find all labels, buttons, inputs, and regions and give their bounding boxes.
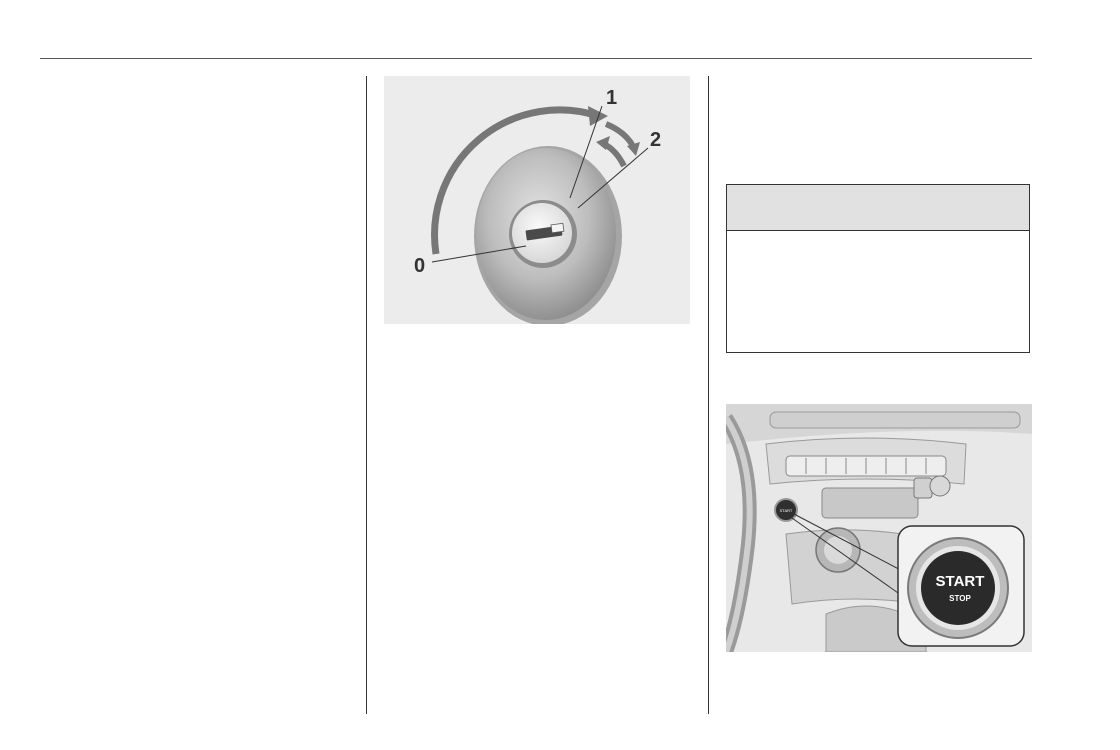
leader-line-0 [431, 245, 527, 263]
column-divider-left [366, 76, 367, 714]
position-label-0: 0 [414, 255, 425, 277]
return-arrow-2-to-1 [602, 141, 627, 168]
air-vent-top [769, 411, 1021, 429]
start-stop-button-large [921, 551, 995, 625]
header-rule [40, 58, 1032, 59]
leader-line-1 [569, 105, 603, 199]
column-divider-right [708, 76, 709, 714]
zoom-leader-top [793, 513, 913, 577]
note-box [726, 184, 1030, 353]
stop-label: STOP [949, 594, 971, 603]
ignition-switch-figure: 0 1 2 [384, 76, 690, 324]
position-label-1: 1 [606, 87, 617, 109]
control-button-strip [785, 455, 947, 477]
position-label-2: 2 [650, 129, 661, 151]
start-stop-figure: START START STOP [726, 404, 1032, 652]
arrow-head-2 [627, 142, 640, 156]
start-label: START [936, 573, 985, 590]
key-slot-marker [550, 222, 565, 234]
leader-line-2 [577, 147, 649, 209]
storage-tray [821, 487, 919, 519]
rotation-arrow-0-to-1 [431, 106, 600, 255]
zoom-leader-bottom [791, 517, 909, 601]
side-knob [929, 475, 951, 497]
return-arrow-head [596, 136, 610, 150]
side-switch [913, 477, 933, 499]
note-box-heading [727, 185, 1029, 231]
svg-text:START: START [780, 508, 793, 513]
start-stop-button-small [774, 498, 798, 522]
